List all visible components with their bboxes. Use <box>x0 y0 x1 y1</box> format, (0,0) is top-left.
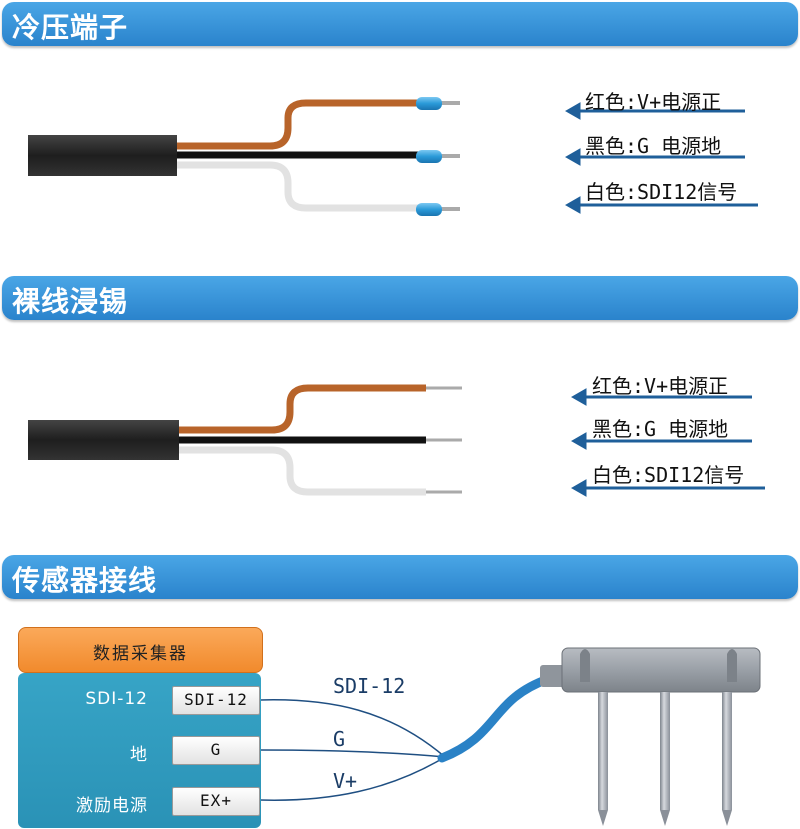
crimp-terminals <box>416 97 460 216</box>
soil-sensor <box>540 647 761 826</box>
wire-label-sdi12: SDI-12 <box>333 674 406 698</box>
signal-wires <box>259 699 446 801</box>
wire-label-ground: G <box>333 727 346 751</box>
tinned-label-red: 红色:V+电源正 <box>592 374 729 398</box>
tinned-cable <box>28 384 462 496</box>
section-banner-wiring: 传感器接线 <box>2 555 798 599</box>
sensor-cable <box>437 674 553 763</box>
section-title: 裸线浸锡 <box>12 285 129 318</box>
section-banner-crimp: 冷压端子 <box>2 2 798 46</box>
cable-gland <box>540 665 568 687</box>
crimp-label-red: 红色:V+电源正 <box>585 90 722 114</box>
wire-label-vplus: V+ <box>333 769 358 793</box>
crimp-cable <box>28 97 460 216</box>
brown-wire <box>178 384 426 434</box>
mount-tab <box>580 649 590 682</box>
crimp-label-white: 白色:SDI12信号 <box>585 180 738 204</box>
section-title: 传感器接线 <box>12 564 158 597</box>
port-label-ground: 地 <box>130 745 148 765</box>
tinned-label-white: 白色:SDI12信号 <box>592 463 745 487</box>
port-label-excitation: 激励电源 <box>76 796 148 816</box>
crimp-label-black: 黑色:G 电源地 <box>585 134 722 158</box>
bare-wire-ends <box>426 386 462 494</box>
crimp-tip <box>416 97 442 110</box>
logger-header: 数据采集器 <box>18 627 263 673</box>
white-wire <box>175 161 420 212</box>
crimp-tip <box>416 203 442 216</box>
tinned-arrows <box>570 388 765 497</box>
terminal-label: G <box>210 740 222 759</box>
cable-jacket <box>28 420 179 460</box>
terminal-ground: G <box>172 736 260 765</box>
logger-title: 数据采集器 <box>93 644 188 664</box>
section-banner-tinned: 裸线浸锡 <box>2 276 798 320</box>
cable-jacket <box>28 135 177 176</box>
tinned-label-black: 黑色:G 电源地 <box>592 417 729 441</box>
terminal-label: SDI-12 <box>184 690 248 709</box>
brown-wire <box>175 99 420 150</box>
probe-needle <box>598 692 608 810</box>
mount-tab <box>727 649 737 682</box>
terminal-sdi12: SDI-12 <box>172 686 260 715</box>
probe-needle <box>660 692 670 810</box>
terminal-excitation: EX+ <box>172 787 260 816</box>
section-title: 冷压端子 <box>12 11 129 44</box>
port-label-sdi12: SDI-12 <box>85 689 148 709</box>
crimp-arrows <box>564 102 758 214</box>
probe-needle <box>722 692 732 810</box>
white-wire <box>178 446 426 496</box>
crimp-tip <box>416 150 442 163</box>
terminal-label: EX+ <box>200 791 232 810</box>
